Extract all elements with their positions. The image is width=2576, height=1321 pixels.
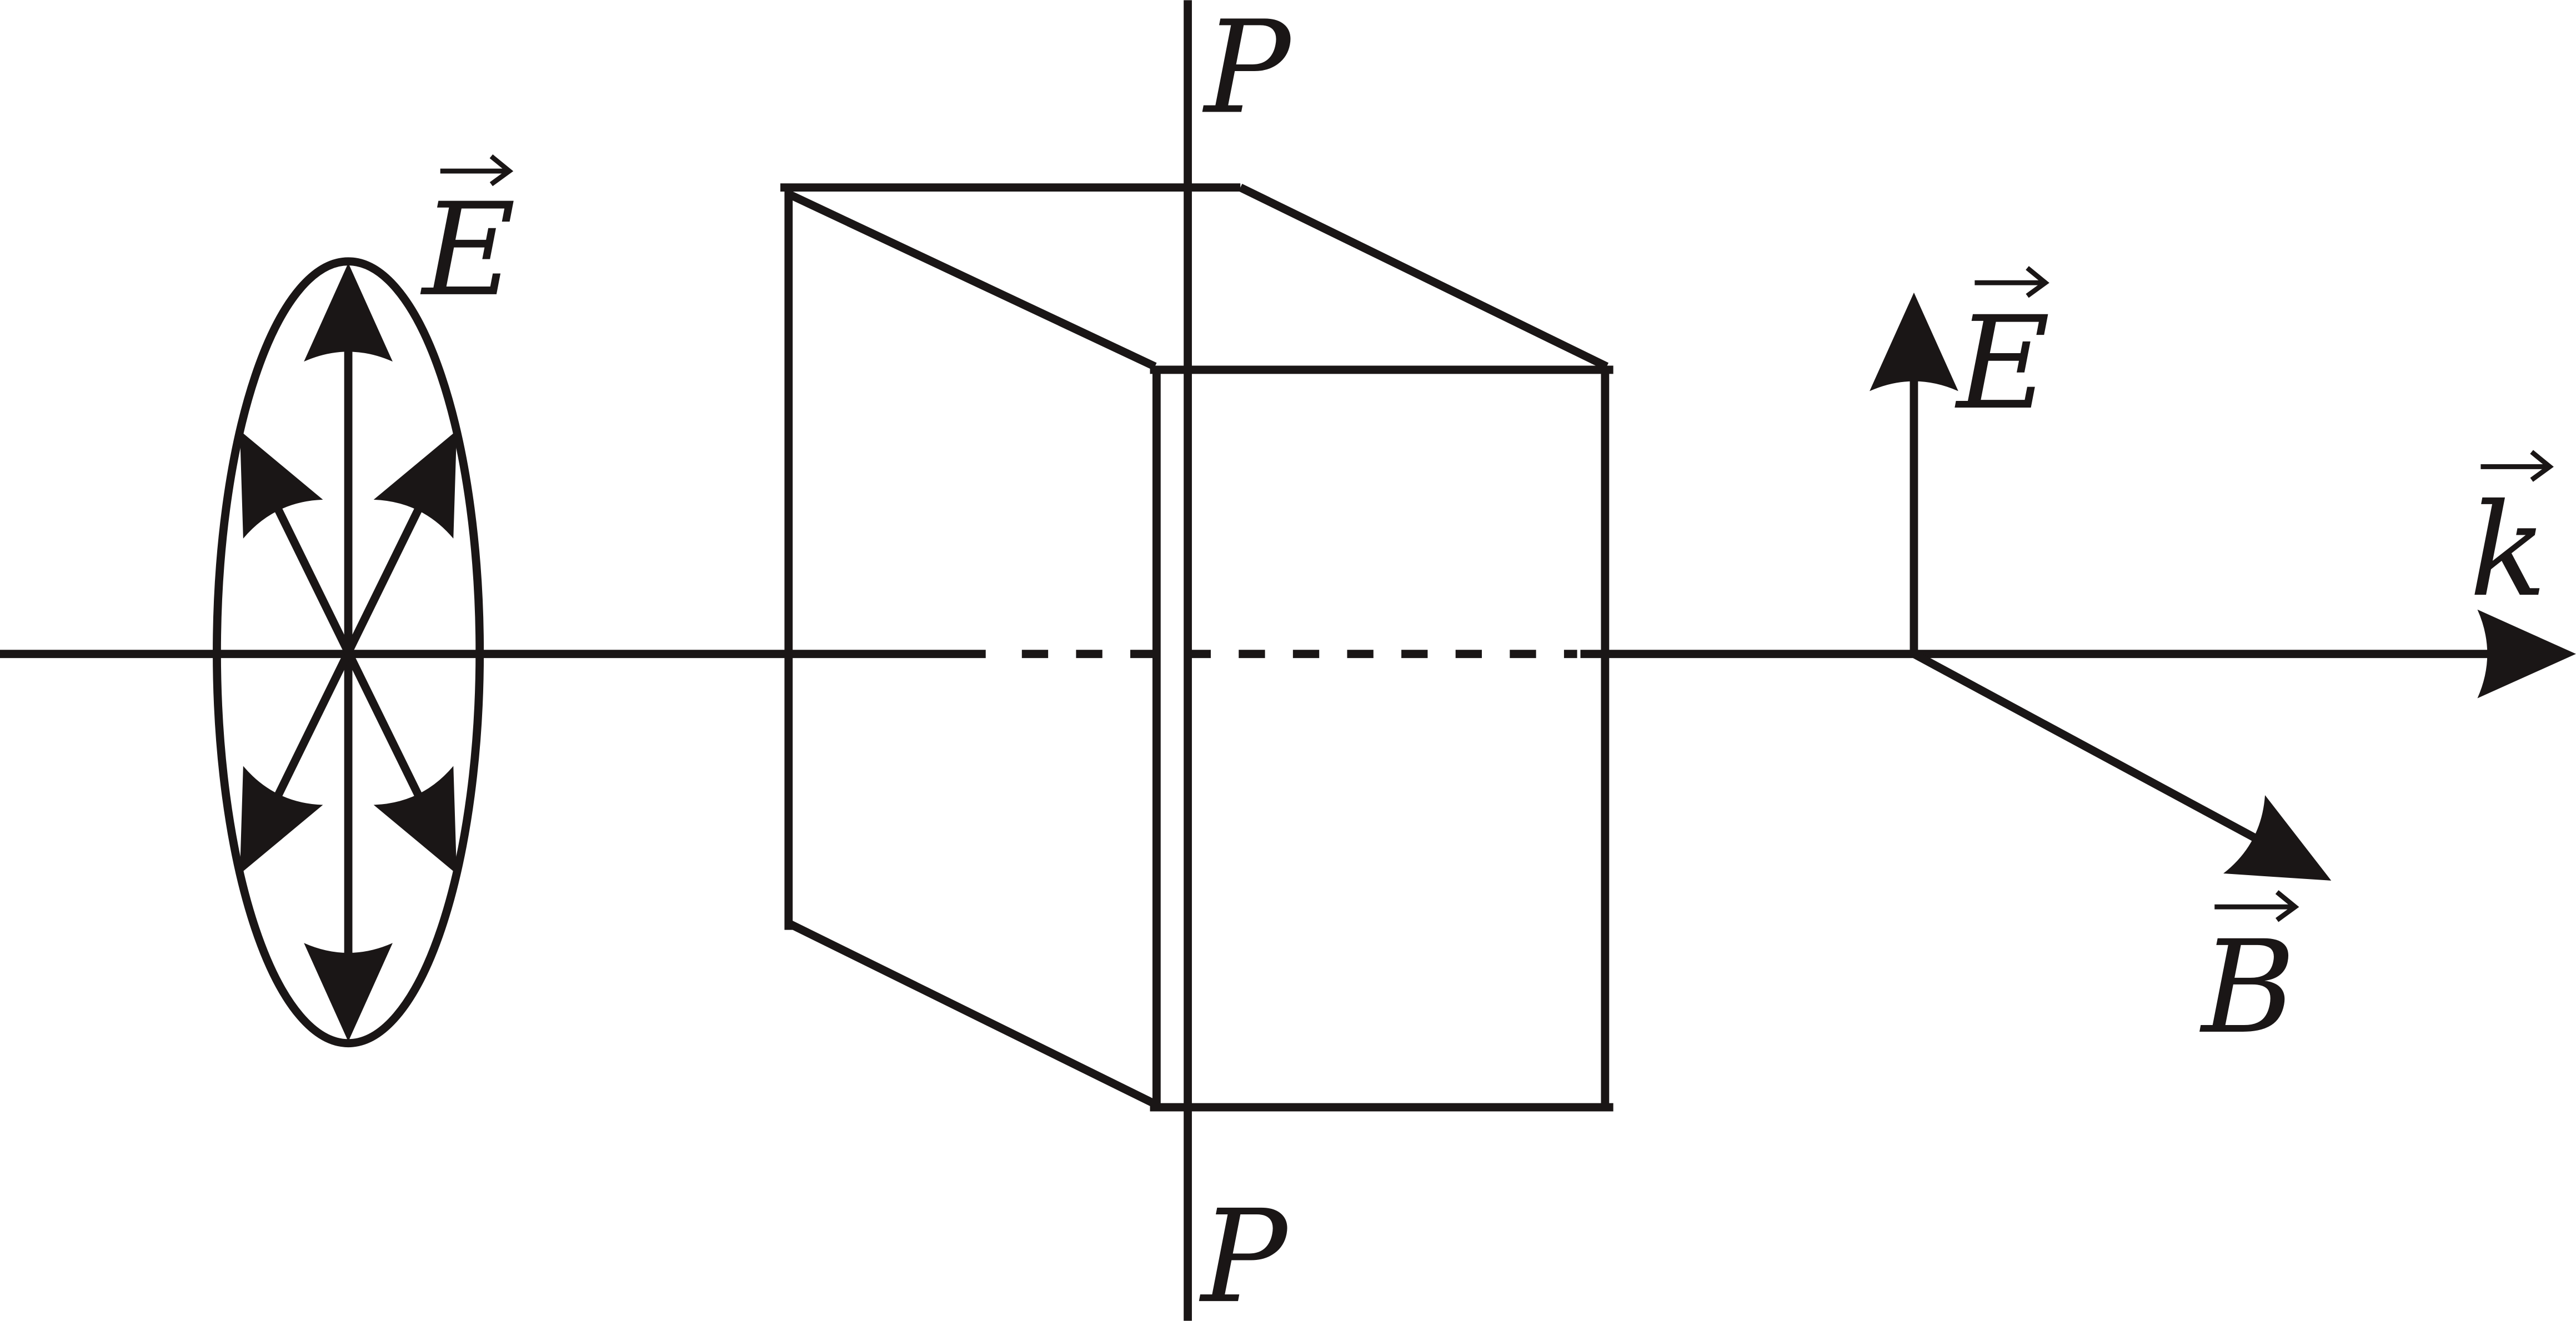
arrowhead-upper-left-icon [239,430,323,539]
polarizer-prism [780,183,1613,1112]
b-output-arrowhead-icon [2223,795,2332,881]
k-wave-label: k [2469,476,2547,625]
arrowhead-lower-left-icon [239,766,323,875]
k-wave-arrowhead-icon [2477,609,2576,699]
arrowhead-down-icon [304,943,393,1042]
e-polarizer-label: E [420,176,515,325]
vector-arrow-marks [440,154,2554,922]
e-output-label: E [1954,289,2050,438]
unpolarized-light-ellipse [213,257,484,1048]
p-top-label: P [1202,0,1292,143]
e-output-arrowhead-icon [1870,292,1958,391]
b-output-shaft [1912,650,2269,848]
b-output-label: B [2199,913,2296,1062]
arrowhead-lower-right-icon [373,766,457,875]
arrowhead-upper-right-icon [373,430,457,539]
arrowhead-up-icon [304,263,393,362]
p-bottom-label: P [1199,1183,1289,1321]
